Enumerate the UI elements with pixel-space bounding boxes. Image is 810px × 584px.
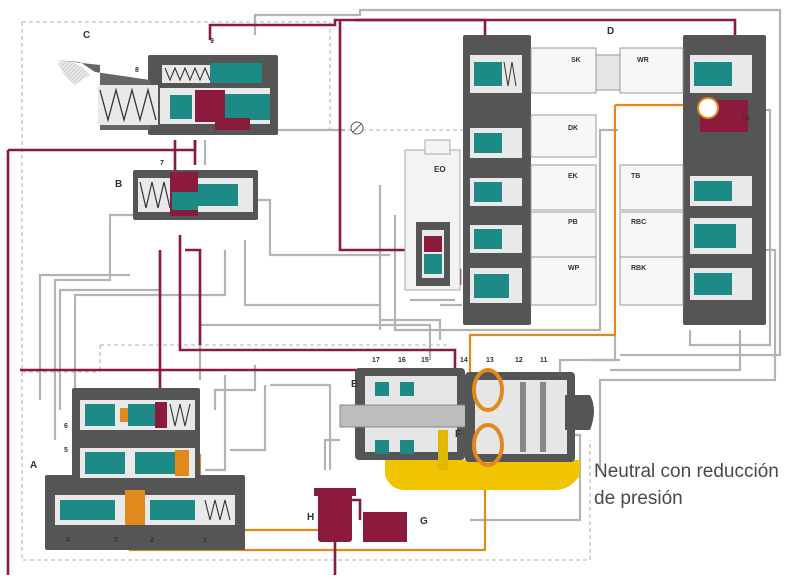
clutch-rbk: RBK xyxy=(631,265,646,272)
num-11: 11 xyxy=(540,357,548,364)
valve-block-b xyxy=(133,170,258,220)
label-d: D xyxy=(607,26,614,37)
transmission-e xyxy=(339,368,594,490)
clutch-tb: TB xyxy=(631,173,640,180)
label-eo: EO xyxy=(434,165,446,174)
num-7: 7 xyxy=(160,160,164,167)
label-b: B xyxy=(115,179,122,190)
num-10: 10 xyxy=(742,115,750,122)
label-h: H xyxy=(307,512,314,523)
num-17: 17 xyxy=(372,357,380,364)
num-2: 2 xyxy=(150,537,154,544)
num-9: 9 xyxy=(210,38,214,45)
valve-block-c xyxy=(55,55,364,135)
tank-g xyxy=(363,512,407,542)
valve-eo xyxy=(404,139,461,291)
num-1: 1 xyxy=(203,537,207,544)
clutch-pb: PB xyxy=(568,219,578,226)
clutch-packs xyxy=(530,47,684,306)
label-e: E xyxy=(351,379,358,390)
return-lines xyxy=(38,8,782,522)
dashed-boundary xyxy=(21,21,591,561)
num-4: 4 xyxy=(66,537,70,544)
clutch-dk: DK xyxy=(568,125,578,132)
label-c: C xyxy=(83,30,90,41)
clutch-sk: SK xyxy=(571,57,581,64)
num-6: 6 xyxy=(64,423,68,430)
num-15: 15 xyxy=(421,357,429,364)
num-14: 14 xyxy=(460,357,468,364)
caption-line-1: Neutral con reducción xyxy=(594,461,779,482)
valve-block-a xyxy=(45,388,245,550)
num-3: 3 xyxy=(114,537,118,544)
clutch-pack-labels: SK WR DK EK TB PB RBC WP RBK xyxy=(568,57,649,272)
clutch-wp: WP xyxy=(568,265,580,272)
label-g: G xyxy=(420,516,428,527)
valve-stack-left xyxy=(463,35,531,325)
clutch-rbc: RBC xyxy=(631,219,646,226)
caption-line-2: de presión xyxy=(594,488,683,509)
num-5: 5 xyxy=(64,447,68,454)
filter-h xyxy=(314,488,356,542)
diagram-caption: Neutral con reducción de presión xyxy=(594,458,810,512)
label-f: F xyxy=(455,429,461,440)
num-8: 8 xyxy=(135,67,139,74)
clutch-ek: EK xyxy=(568,173,578,180)
valve-stack-right xyxy=(683,35,766,325)
num-12: 12 xyxy=(515,357,523,364)
num-13: 13 xyxy=(486,357,494,364)
num-16: 16 xyxy=(398,357,406,364)
label-a: A xyxy=(30,460,37,471)
clutch-wr: WR xyxy=(637,57,649,64)
